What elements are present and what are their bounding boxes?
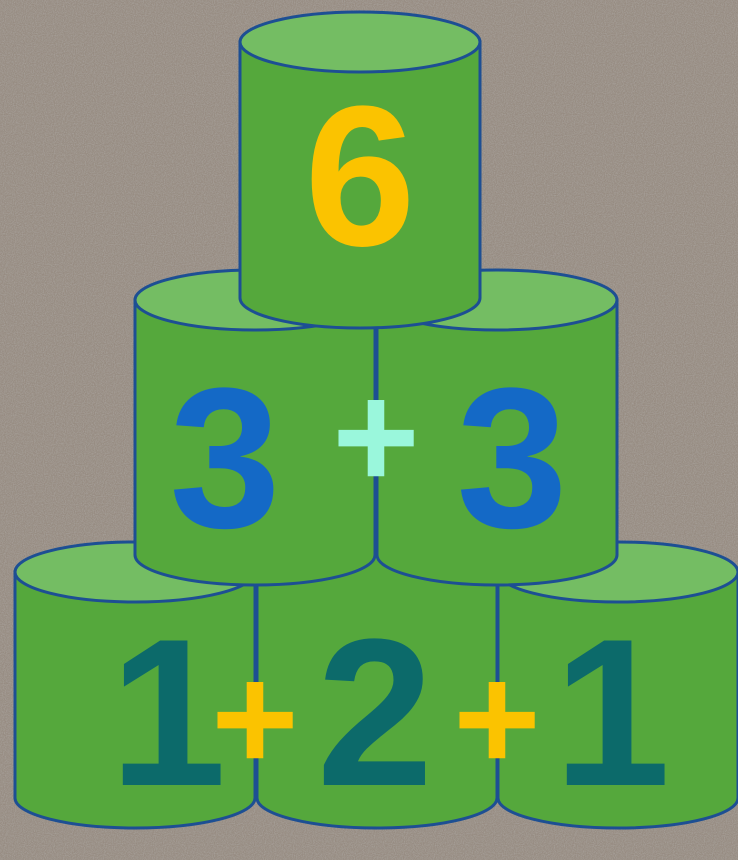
bottom-digit-middle: 2 — [317, 595, 434, 830]
can-lid — [240, 12, 480, 72]
bottom-plus-left: + — [211, 634, 299, 802]
middle-digit-right: 3 — [456, 347, 567, 570]
bottom-plus-right: + — [453, 634, 541, 802]
bottom-digit-left: 1 — [110, 595, 227, 830]
middle-digit-left: 3 — [169, 347, 280, 570]
bottom-digit-right: 1 — [554, 595, 671, 830]
top-digit: 6 — [304, 65, 415, 288]
middle-plus: + — [332, 352, 420, 520]
